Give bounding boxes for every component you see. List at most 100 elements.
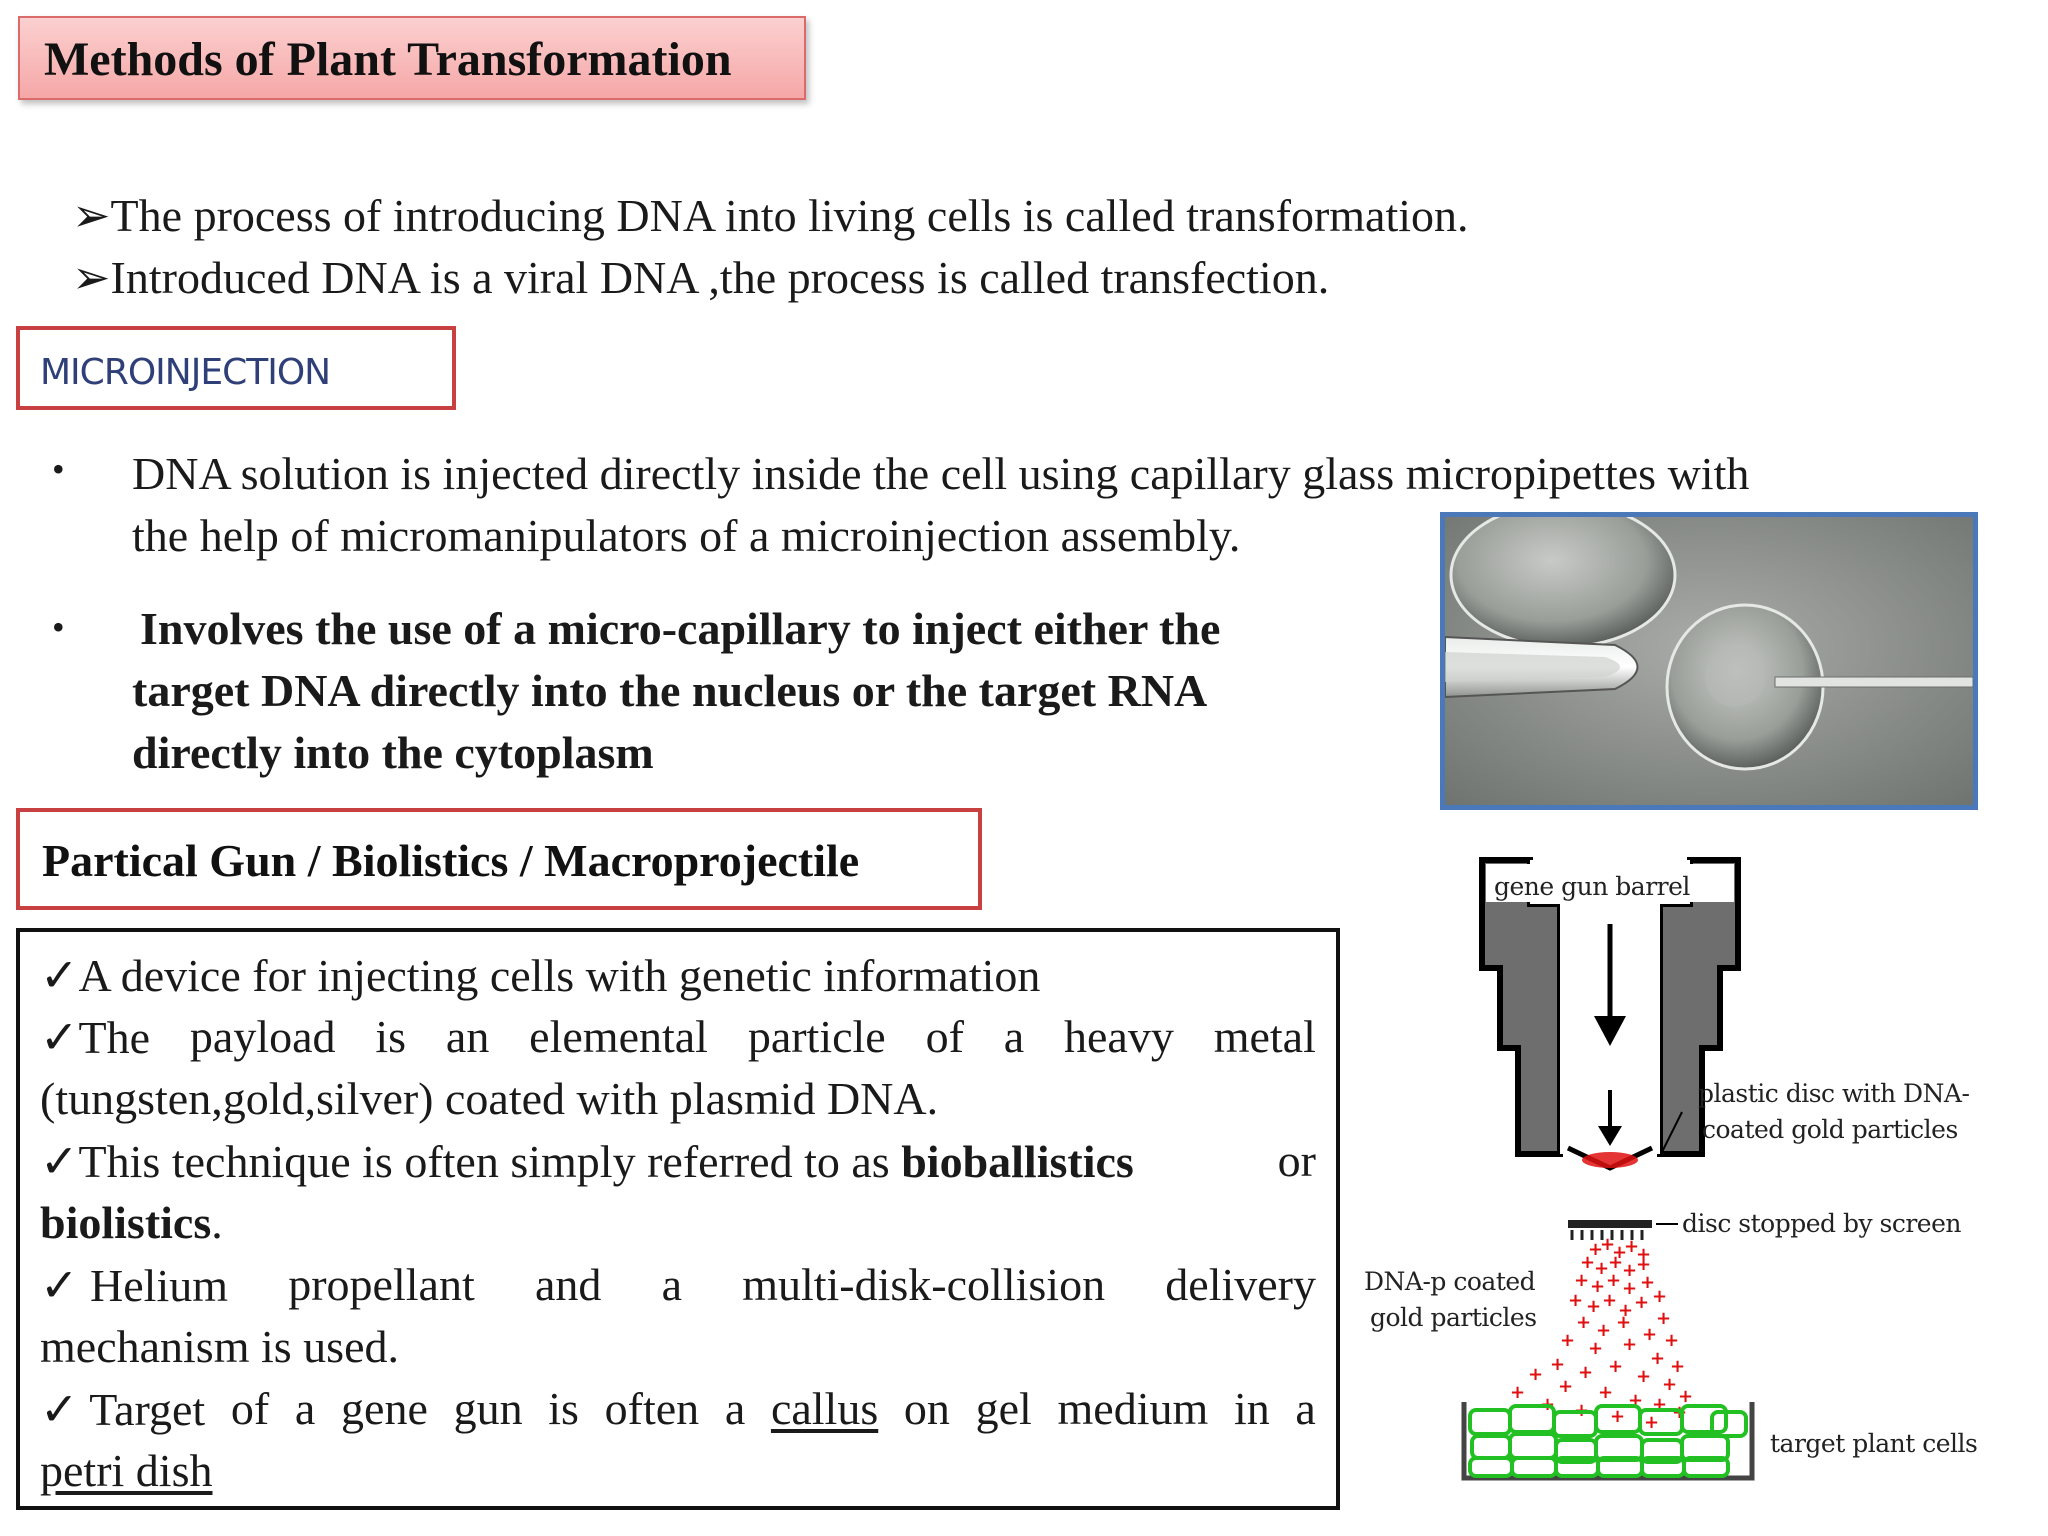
down-arrow-small-icon (1598, 1126, 1622, 1146)
word: heavy (1064, 1011, 1174, 1062)
particle-mark: + (1622, 1260, 1637, 1281)
petri-dish-link-text: petri dish (40, 1445, 213, 1496)
word: propellant (288, 1259, 475, 1310)
line-2-word-1: ✓The (40, 1010, 150, 1064)
microinjection-point-2-line-1: Involves the use of a micro-capillary to… (140, 603, 1221, 654)
disc-label-2: coated gold particles (1702, 1115, 1958, 1144)
microinjection-photo (1440, 512, 1978, 810)
disc-gold-particles (1582, 1152, 1638, 1168)
particle-mark: + (1600, 1234, 1615, 1255)
down-arrow-icon (1594, 1016, 1626, 1046)
word: gun (453, 1383, 523, 1434)
word: The (78, 1012, 151, 1063)
word: on (903, 1383, 950, 1434)
word: delivery (1165, 1259, 1316, 1310)
barrel-label: gene gun barrel (1494, 872, 1690, 901)
plant-cell (1468, 1456, 1514, 1478)
microinjection-point-2-line-3: directly into the cytoplasm (132, 727, 654, 778)
plant-cell (1468, 1408, 1512, 1436)
particle-mark: + (1670, 1356, 1685, 1377)
stopping-screen (1568, 1220, 1652, 1228)
particle-mark: + (1574, 1270, 1589, 1291)
particle-mark: + (1580, 1252, 1595, 1273)
gene-gun-diagram: gene gun barrel plastic disc with DNA- c… (1360, 850, 2030, 1520)
text: . (211, 1197, 223, 1248)
particle-mark: + (1608, 1252, 1623, 1273)
word: a (1003, 1011, 1025, 1062)
word: elemental (529, 1011, 708, 1062)
bold-term: biolistics (40, 1197, 212, 1248)
particle-mark: + (1602, 1290, 1617, 1311)
particle-gun-line-3: (tungsten,gold,silver) coated with plasm… (40, 1073, 939, 1124)
target-plant-cells (1468, 1404, 1748, 1478)
particle-mark: + (1636, 1254, 1651, 1275)
text: This technique is often simply referred … (78, 1136, 902, 1187)
particle-mark: + (1596, 1320, 1611, 1341)
particle-mark: + (1610, 1406, 1625, 1427)
plant-cell (1680, 1404, 1728, 1434)
word: in (1233, 1383, 1270, 1434)
particle-mark: + (1598, 1382, 1613, 1403)
microinjection-heading: MICROINJECTION (40, 352, 331, 393)
word: a (1295, 1383, 1316, 1434)
particle-mark: + (1662, 1374, 1677, 1395)
word: metal (1213, 1011, 1316, 1062)
word: gel (975, 1383, 1032, 1434)
word: of (230, 1383, 270, 1434)
bullet-dot-icon: • (52, 449, 65, 489)
particle-gun-line-6: ✓ Helium propellant and a multi-disk-col… (40, 1258, 1316, 1312)
plant-cell (1470, 1434, 1512, 1460)
leader-line (1659, 1111, 1683, 1157)
title-banner: Methods of Plant Transformation (18, 16, 806, 100)
line-8-word-1: ✓ Target (40, 1382, 205, 1436)
word: a (724, 1383, 746, 1434)
intro-line-2: ➢Introduced DNA is a viral DNA ,the proc… (72, 250, 1329, 304)
particle-mark: + (1664, 1330, 1679, 1351)
particle-mark: + (1622, 1278, 1637, 1299)
text: or (1277, 1135, 1316, 1186)
particle-gun-heading-box: Partical Gun / Biolistics / Macroproject… (16, 808, 982, 910)
particle-mark: + (1624, 1236, 1639, 1257)
microinjection-point-2: Involves the use of a micro-capillary to… (132, 598, 1414, 784)
particle-mark: + (1606, 1270, 1621, 1291)
plant-cell (1710, 1410, 1748, 1438)
particle-mark: + (1586, 1296, 1601, 1317)
particle-mark: + (1594, 1258, 1609, 1279)
microinjection-point-1-line-1: DNA solution is injected directly inside… (132, 448, 1750, 499)
arrow-bullet-icon: ➢ (72, 190, 111, 241)
particle-mark: + (1644, 1412, 1659, 1433)
particle-mark: + (1616, 1312, 1631, 1333)
particle-mark: + (1560, 1330, 1575, 1351)
microinjection-illustration (1445, 517, 1973, 805)
word: is (548, 1383, 579, 1434)
particle-gun-line-1-text: A device for injecting cells with geneti… (78, 950, 1041, 1001)
plant-cell (1508, 1432, 1558, 1460)
barrel-right-wall (1657, 857, 1741, 1157)
particle-mark: + (1590, 1276, 1605, 1297)
bullet-dot-icon: • (52, 607, 65, 647)
word: an (445, 1011, 490, 1062)
microinjection-point-2-line-2: target DNA directly into the nucleus or … (132, 665, 1208, 716)
screen-mesh (1570, 1230, 1644, 1240)
particle-mark: + (1528, 1364, 1543, 1385)
checkmark-icon: ✓ (40, 1012, 79, 1063)
line-6-word-1: ✓ Helium (40, 1258, 228, 1312)
particle-mark: + (1576, 1312, 1591, 1333)
barrel-label-bg (1486, 864, 1734, 902)
particle-mark: + (1568, 1290, 1583, 1311)
petri-dish (1461, 1402, 1755, 1481)
particle-mark: + (1636, 1366, 1651, 1387)
particle-gun-line-4: ✓This technique is often simply referred… (40, 1134, 1316, 1188)
plant-cell (1510, 1456, 1558, 1478)
particle-mark: + (1622, 1334, 1637, 1355)
barrel-left-wall (1479, 857, 1563, 1157)
word: of (925, 1011, 964, 1062)
microinjection-heading-box: MICROINJECTION (16, 326, 456, 410)
gene-gun-illustration: gene gun barrel plastic disc with DNA- c… (1364, 857, 1978, 1481)
particle-mark: + (1550, 1354, 1565, 1375)
checkmark-icon: ✓ (40, 1260, 79, 1311)
word: Helium (90, 1260, 229, 1311)
checkmark-icon: ✓ (40, 1384, 79, 1435)
checkmark-icon: ✓ (40, 950, 79, 1001)
word: and (534, 1259, 602, 1310)
